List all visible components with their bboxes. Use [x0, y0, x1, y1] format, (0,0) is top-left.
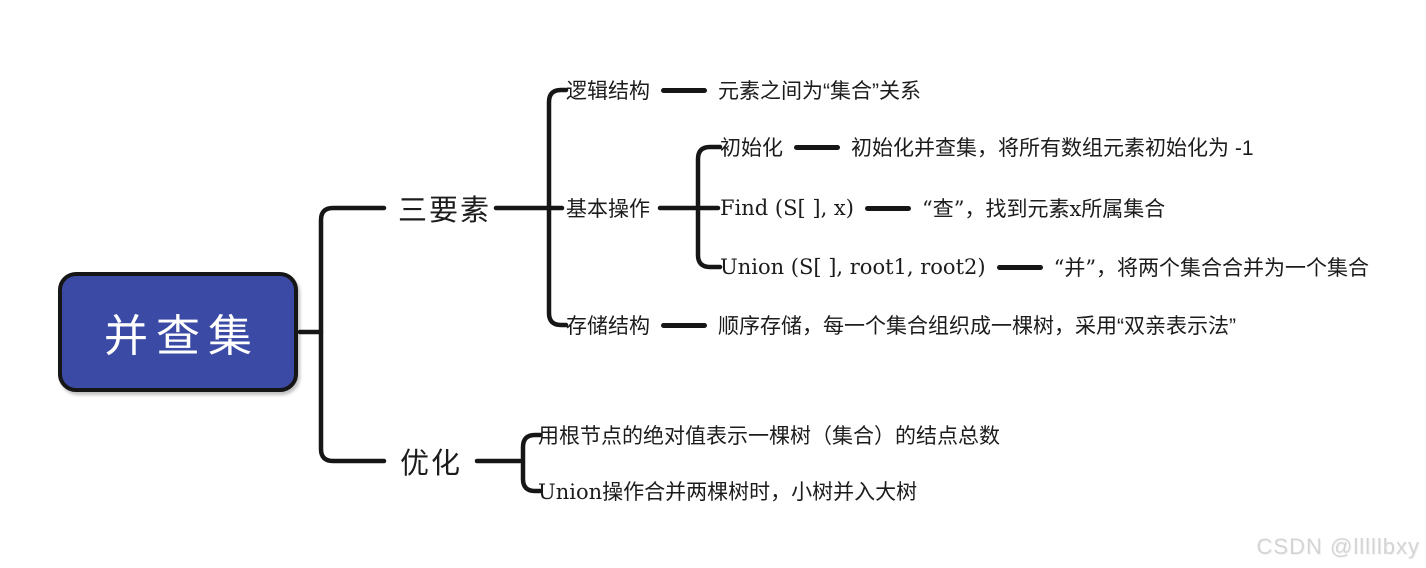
csdn-watermark: CSDN @lllllbxy [1256, 534, 1420, 559]
connector-dash [996, 264, 1043, 270]
node-three-elements-label: 三要素 [398, 195, 492, 227]
connector-dash [794, 144, 840, 150]
node-init-label: 初始化 [720, 137, 783, 160]
node-logical-structure: 逻辑结构 元素之间为“集合”关系 [566, 76, 921, 104]
node-root-label: 并查集 [104, 312, 260, 361]
node-optimization-label: 优化 [400, 448, 463, 480]
node-basic-operations-label: 基本操作 [566, 198, 650, 221]
node-union: Union (S[ ], root1, root2) “并”，将两个集合合并为一… [720, 253, 1369, 281]
node-three-elements: 三要素 [398, 190, 492, 227]
node-union-label: Union (S[ ], root1, root2) [720, 255, 986, 279]
node-logical-structure-label: 逻辑结构 [566, 80, 650, 103]
node-basic-operations: 基本操作 [566, 194, 650, 222]
node-logical-structure-desc: 元素之间为“集合”关系 [718, 80, 921, 103]
node-find-label: Find (S[ ], x) [720, 196, 854, 220]
node-union-desc: “并”，将两个集合合并为一个集合 [1053, 256, 1370, 280]
node-find-desc: “查”，找到元素x所属集合 [921, 197, 1166, 221]
node-opt-merge-rule: Union操作合并两棵树时，小树并入大树 [538, 477, 917, 505]
node-opt-size-rule: 用根节点的绝对值表示一棵树（集合）的结点总数 [538, 421, 1000, 449]
node-opt-merge-rule-label: Union操作合并两棵树时，小树并入大树 [538, 480, 918, 504]
connector-dash [661, 87, 707, 93]
connector-dash [661, 322, 707, 328]
node-init-desc: 初始化并查集，将所有数组元素初始化为 -1 [851, 137, 1254, 160]
connector-three-spine [546, 87, 569, 328]
node-storage-structure-desc: 顺序存储，每一个集合组织成一棵树，采用“双亲表示法” [718, 315, 1236, 338]
node-storage-structure: 存储结构 顺序存储，每一个集合组织成一棵树，采用“双亲表示法” [566, 311, 1236, 339]
node-optimization: 优化 [400, 443, 463, 480]
connector-main-spine [318, 205, 387, 464]
node-init: 初始化 初始化并查集，将所有数组元素初始化为 -1 [720, 133, 1254, 161]
node-find: Find (S[ ], x) “查”，找到元素x所属集合 [720, 194, 1165, 222]
connector-dash [864, 205, 911, 211]
node-opt-size-rule-label: 用根节点的绝对值表示一棵树（集合）的结点总数 [538, 425, 1000, 448]
node-storage-structure-label: 存储结构 [566, 315, 650, 338]
connector-basic-spine [695, 144, 723, 270]
node-root: 并查集 [58, 272, 298, 392]
